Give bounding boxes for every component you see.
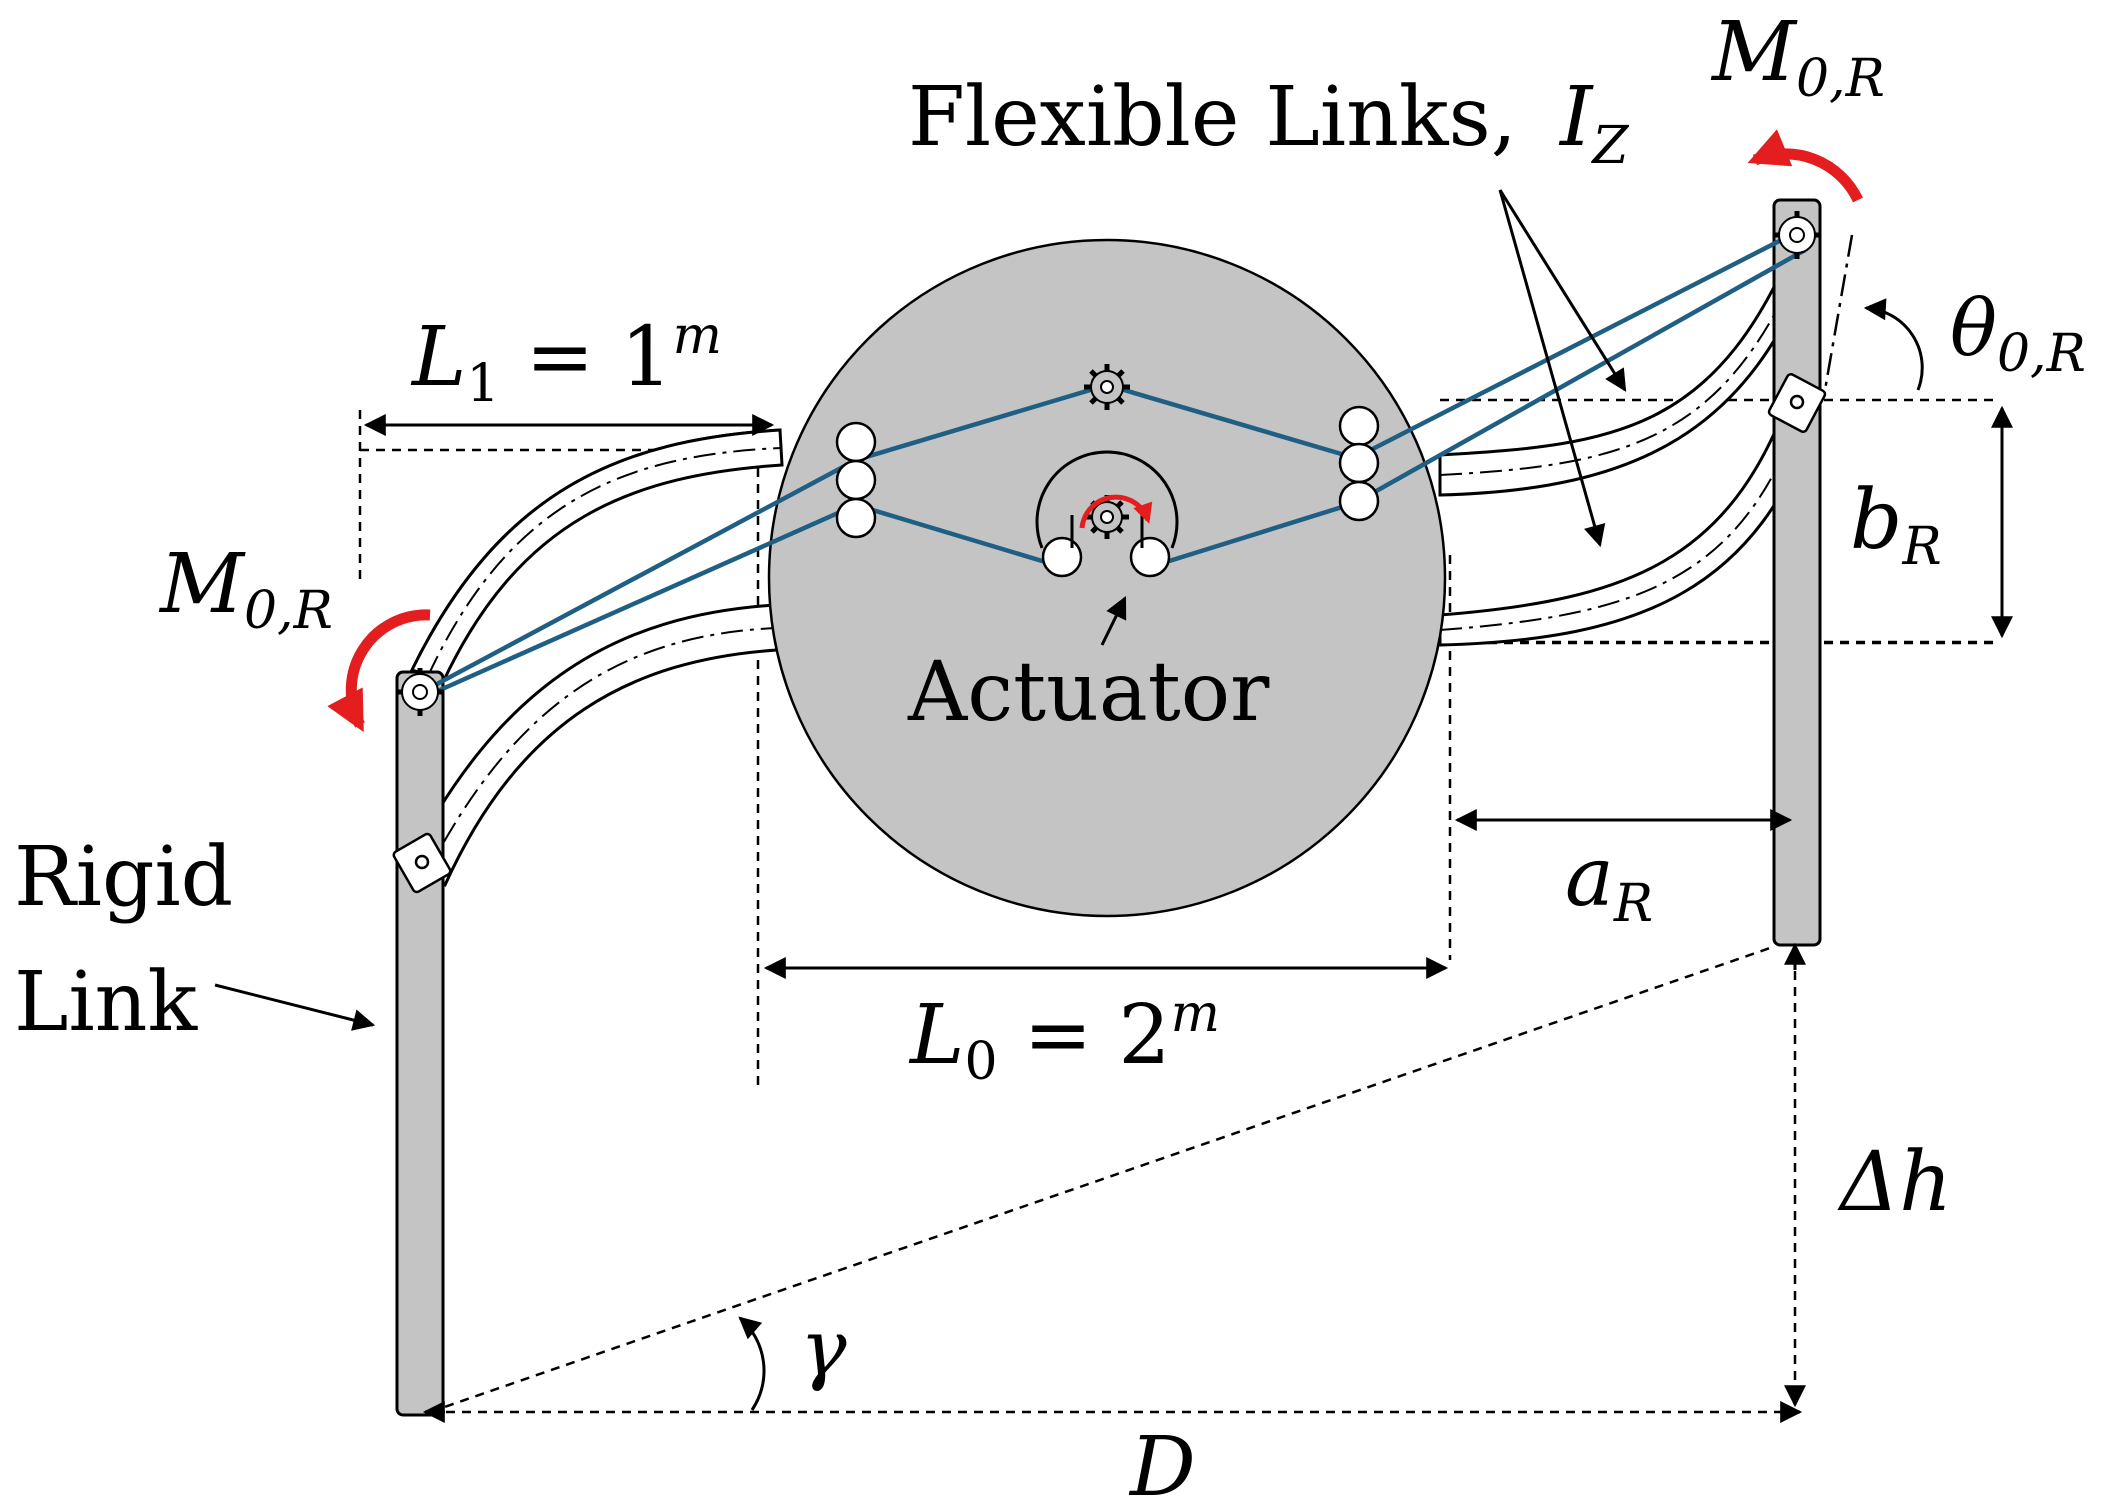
pulleys-right bbox=[1338, 405, 1380, 522]
flexible-link-pointer-1 bbox=[1498, 189, 1627, 392]
a-label: aR bbox=[1565, 830, 1653, 934]
rigid-link-right bbox=[1772, 198, 1822, 947]
dimension-arrows bbox=[214, 189, 2013, 1423]
gamma-label: γ bbox=[800, 1304, 847, 1394]
actuator-rotation-arrow bbox=[1079, 494, 1153, 529]
flexible-links-left bbox=[402, 428, 784, 887]
b-label: bR bbox=[1850, 473, 1942, 577]
l0-label: L0 = 2m bbox=[908, 984, 1220, 1092]
moment-arrow-left bbox=[327, 609, 431, 733]
actuator-body bbox=[767, 238, 1447, 918]
flexible-links-symbol: IZ bbox=[1558, 70, 1629, 176]
theta-arrow bbox=[1863, 298, 1924, 391]
delta-h-label: Δh bbox=[1837, 1135, 1952, 1230]
actuator-pointer bbox=[1100, 596, 1127, 646]
theta-reference-line bbox=[1823, 234, 1854, 391]
flexible-link-pointer-2 bbox=[1498, 189, 1606, 548]
cables bbox=[420, 229, 1807, 701]
gamma-arrow bbox=[738, 1316, 766, 1411]
diagonal-guide bbox=[429, 946, 1771, 1414]
rigid-link-pointer bbox=[214, 983, 376, 1031]
d-label: D bbox=[1128, 1420, 1196, 1508]
moment-arrow-right bbox=[1747, 129, 1863, 203]
flexible-links-label: Flexible Links, bbox=[908, 70, 1517, 165]
right-joint-gear-icon bbox=[1773, 211, 1821, 259]
l1-label: L1 = 1m bbox=[410, 306, 722, 414]
actuator-housing bbox=[1035, 450, 1179, 549]
rigid-link-left bbox=[395, 670, 445, 1417]
beam-end-tabs bbox=[392, 372, 1827, 894]
gear-icon bbox=[1084, 364, 1130, 410]
rigid-link-label-line2: Link bbox=[14, 955, 198, 1050]
moment-left-label: M0,R bbox=[158, 537, 333, 641]
pulleys-left bbox=[835, 421, 877, 539]
moment-right-label: M0,R bbox=[1710, 5, 1885, 109]
rigid-link-label-line1: Rigid bbox=[14, 830, 233, 925]
theta-label: θ0,R bbox=[1950, 284, 2086, 384]
actuator-label: Actuator bbox=[907, 645, 1270, 740]
flexible-links-right bbox=[1438, 226, 1820, 647]
left-joint-gear-icon bbox=[396, 668, 444, 716]
